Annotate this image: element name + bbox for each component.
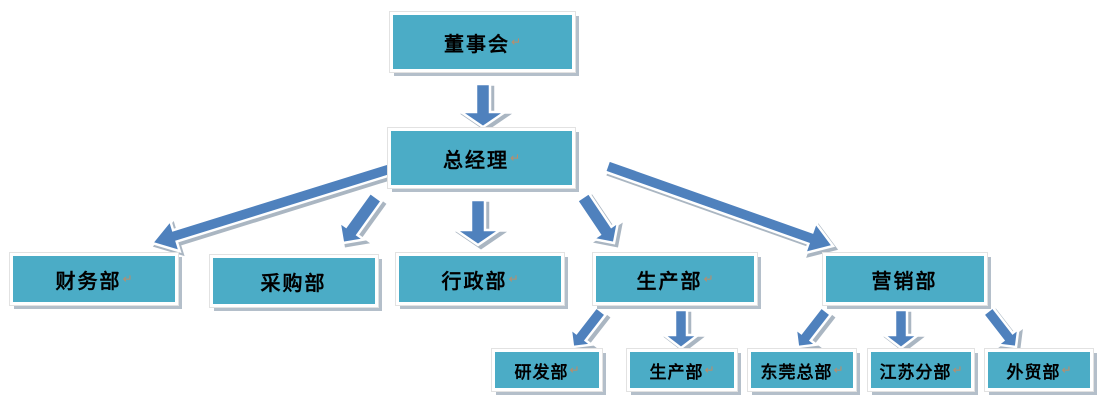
paragraph-mark: ↵ [703, 272, 714, 286]
arrow-gm-to-purchasing[interactable] [337, 191, 384, 245]
node-finance-label: 财务部 [55, 268, 122, 293]
node-marketing-label: 营销部 [871, 268, 938, 293]
paragraph-mark: ↵ [510, 35, 522, 49]
node-board[interactable]: 董事会↵ [390, 12, 575, 72]
node-dongguan-label: 东莞总部 [760, 362, 833, 383]
arrow-production-to-rnd[interactable] [569, 305, 608, 349]
node-finance[interactable]: 财务部↵ [10, 253, 178, 305]
paragraph-mark: ↵ [833, 363, 844, 377]
arrow-marketing-to-trade[interactable] [981, 305, 1020, 349]
arrow-marketing-to-jiangsu[interactable] [880, 308, 922, 350]
paragraph-mark: ↵ [508, 272, 519, 286]
node-jiangsu-label: 江苏分部 [879, 362, 952, 383]
arrow-gm-to-marketing[interactable] [603, 158, 836, 255]
node-rnd[interactable]: 研发部↵ [492, 349, 602, 391]
node-trade[interactable]: 外贸部↵ [985, 349, 1093, 391]
paragraph-mark: ↵ [952, 363, 963, 377]
node-admin[interactable]: 行政部↵ [396, 253, 564, 305]
node-production2[interactable]: 生产部↵ [627, 349, 737, 391]
node-production-label: 生产部 [636, 268, 703, 293]
node-purchasing-label: 采购部 [260, 270, 327, 295]
node-rnd-label: 研发部 [514, 362, 569, 383]
node-trade-label: 外贸部 [1006, 362, 1061, 383]
node-production2-label: 生产部 [649, 362, 704, 383]
arrow-production-to-production2[interactable] [660, 308, 702, 350]
node-jiangsu[interactable]: 江苏分部↵ [868, 349, 974, 391]
paragraph-mark: ↵ [122, 272, 133, 286]
node-gm[interactable]: 总经理↵ [388, 128, 575, 188]
paragraph-mark: ↵ [569, 363, 580, 377]
arrow-gm-to-finance[interactable] [149, 161, 394, 254]
arrow-marketing-to-dongguan[interactable] [794, 305, 833, 349]
arrow-board-to-gm[interactable] [456, 82, 510, 129]
paragraph-mark: ↵ [1061, 363, 1072, 377]
paragraph-mark: ↵ [704, 363, 715, 377]
node-purchasing[interactable]: 采购部 [210, 255, 378, 307]
node-production[interactable]: 生产部↵ [593, 253, 757, 305]
arrow-gm-to-admin[interactable] [451, 198, 505, 247]
node-marketing[interactable]: 营销部 [823, 253, 987, 305]
paragraph-mark: ↵ [509, 151, 521, 165]
node-gm-label: 总经理 [442, 147, 509, 172]
node-board-label: 董事会 [443, 31, 510, 56]
arrow-gm-to-production[interactable] [575, 191, 620, 245]
node-admin-label: 行政部 [441, 268, 508, 293]
node-dongguan[interactable]: 东莞总部↵ [748, 349, 856, 391]
